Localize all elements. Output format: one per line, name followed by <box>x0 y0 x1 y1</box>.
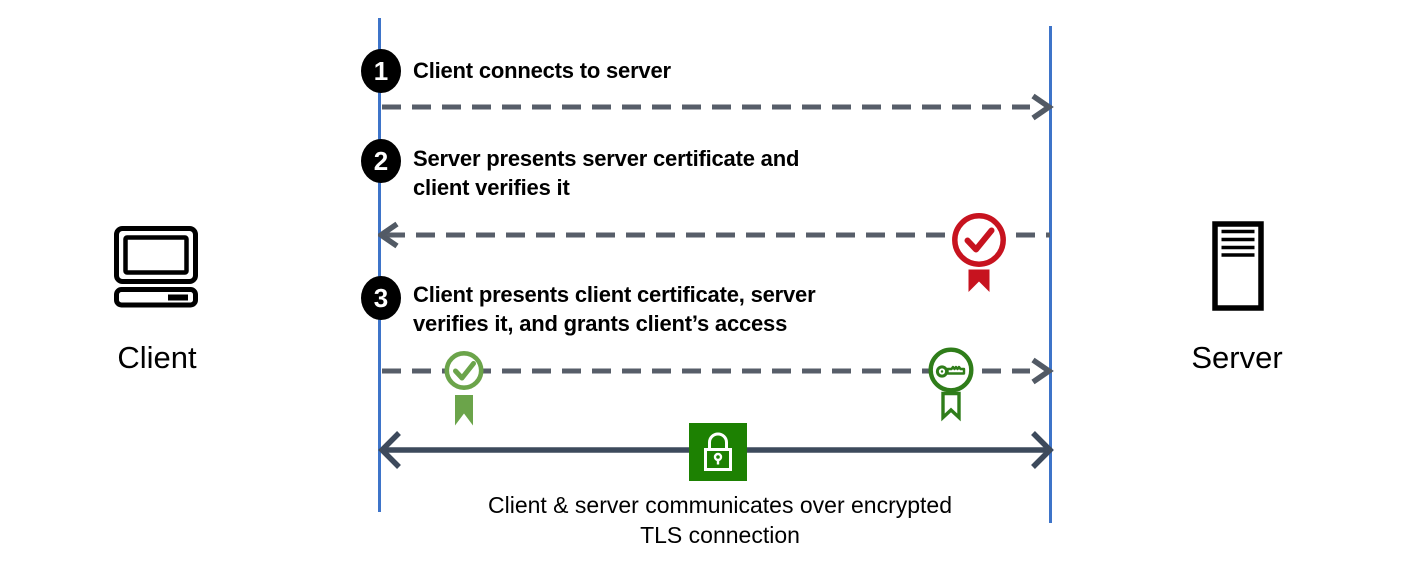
client-label: Client <box>117 340 197 375</box>
tls-connection-caption: Client & server communicates over encryp… <box>420 490 1020 550</box>
tls-caption-line1: Client & server communicates over encryp… <box>487 492 953 518</box>
step-3-number: 3 <box>373 282 389 313</box>
step-1-arrow <box>382 93 1054 121</box>
step-2-arrow <box>378 221 1050 249</box>
step-1-badge: 1 <box>361 49 401 93</box>
step-2-number: 2 <box>373 145 389 176</box>
client-certificate-icon <box>444 350 484 426</box>
step-3-arrow <box>382 357 1054 385</box>
client-lifeline <box>378 18 381 512</box>
step-3-badge: 3 <box>361 276 401 320</box>
step-3-text-line1: Client presents client certificate, serv… <box>413 282 816 307</box>
server-tower-icon <box>1212 221 1264 311</box>
server-certificate-icon <box>952 213 1006 292</box>
tls-caption-line2: TLS connection <box>640 522 800 548</box>
step-2-badge: 2 <box>361 139 401 183</box>
server-lifeline <box>1049 26 1052 523</box>
step-3-text-line2: verifies it, and grants client’s access <box>413 311 788 336</box>
step-1-text: Client connects to server <box>413 56 671 85</box>
access-key-icon <box>928 347 974 422</box>
step-2-text-line2: client verifies it <box>413 175 570 200</box>
desktop-computer-icon <box>114 226 198 308</box>
step-1-number: 1 <box>373 55 389 86</box>
step-3-text: Client presents client certificate, serv… <box>413 280 816 338</box>
server-label: Server <box>1191 340 1283 375</box>
padlock-icon <box>689 423 747 481</box>
step-2-text-line1: Server presents server certificate and <box>413 146 800 171</box>
step-1-text-line1: Client connects to server <box>413 58 671 83</box>
step-2-text: Server presents server certificate and c… <box>413 144 799 202</box>
